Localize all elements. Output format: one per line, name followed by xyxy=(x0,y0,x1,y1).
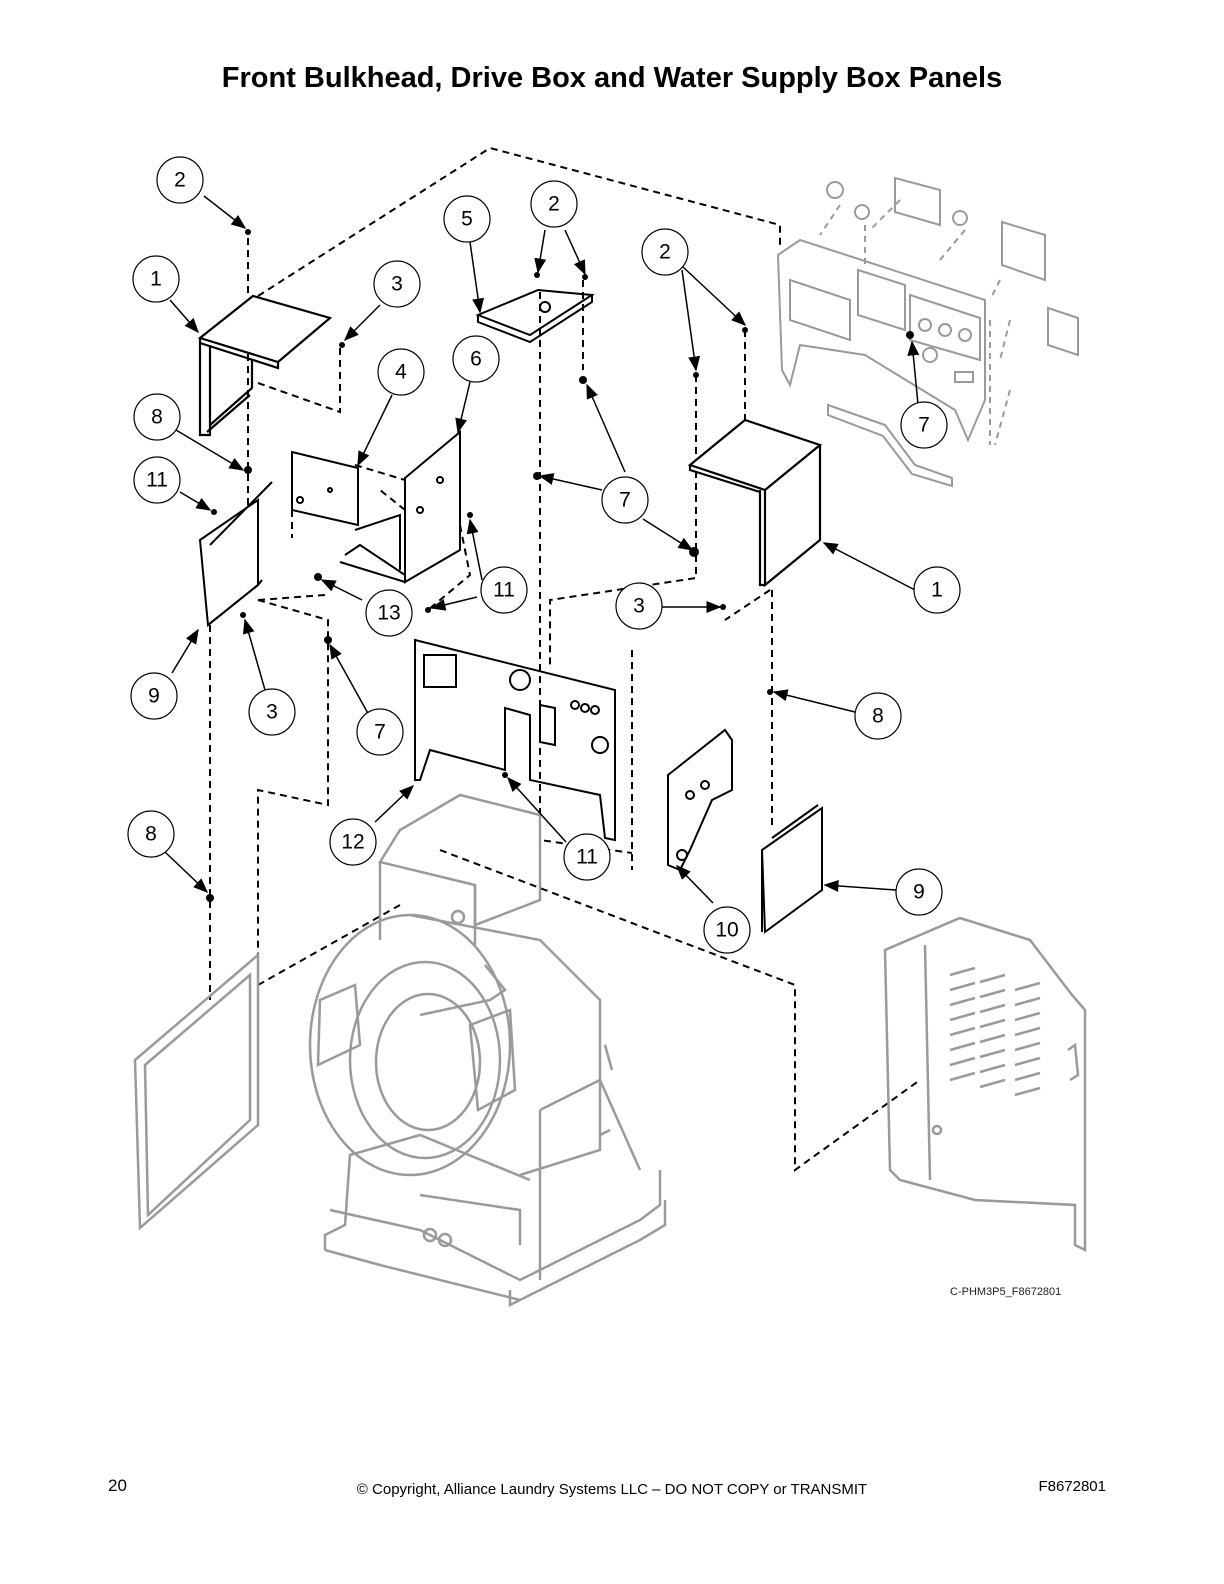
callout-5 xyxy=(443,195,491,243)
callout-label: 8 xyxy=(145,823,157,846)
callout-7-center xyxy=(601,476,649,524)
callout-1-left xyxy=(132,255,180,303)
callout-9-right xyxy=(895,868,943,916)
callout-13 xyxy=(365,589,413,637)
leader-lines xyxy=(164,195,921,904)
dashed-assembly-lines xyxy=(209,146,921,1172)
callout-2-top-left xyxy=(156,156,204,204)
callout-bubbles xyxy=(127,156,961,954)
callout-3-left xyxy=(248,688,296,736)
callout-8-left xyxy=(133,393,181,441)
callout-label: 9 xyxy=(148,685,160,708)
left-flat-panel xyxy=(133,952,260,1231)
callout-8-bottom-left xyxy=(127,810,175,858)
callout-label: 1 xyxy=(150,268,162,291)
page-title: Front Bulkhead, Drive Box and Water Supp… xyxy=(221,62,1003,94)
callout-label: 8 xyxy=(151,406,163,429)
right-side-panel xyxy=(883,916,1087,1253)
part-5-bracket xyxy=(475,288,595,344)
callout-label: 4 xyxy=(395,361,407,384)
callout-label: 11 xyxy=(146,469,168,492)
part-12-front-panel xyxy=(414,638,616,842)
callout-9-left xyxy=(130,672,178,720)
callout-label: 7 xyxy=(918,414,930,437)
callout-4 xyxy=(377,348,425,396)
callout-label: 3 xyxy=(633,595,645,618)
callout-label: 8 xyxy=(872,705,884,728)
callout-2-center xyxy=(530,180,578,228)
part-9-right-cover xyxy=(760,804,823,934)
callout-label: 11 xyxy=(576,846,598,869)
callout-label: 7 xyxy=(619,489,631,512)
callout-2-right xyxy=(641,228,689,276)
callout-label: 7 xyxy=(374,721,386,744)
callout-label: 5 xyxy=(461,208,473,231)
callout-labels: 2 1 3 8 11 9 3 7 8 5 2 4 6 13 11 12 11 7… xyxy=(145,169,943,942)
callout-label: 10 xyxy=(715,919,738,942)
page-number: 20 xyxy=(108,1476,127,1495)
document-number: F8672801 xyxy=(1038,1478,1106,1495)
drawing-code: C-PHM3P5_F8672801 xyxy=(950,1286,1061,1298)
callout-11-left xyxy=(133,456,181,504)
callout-label: 3 xyxy=(266,701,278,724)
part-4-6-drive-box xyxy=(291,429,461,584)
part-1-left-cover xyxy=(197,294,333,437)
part-1-right-box xyxy=(687,418,823,588)
callout-3-top xyxy=(373,260,421,308)
part-10-panel xyxy=(667,728,733,872)
part-9-left-cover xyxy=(198,481,273,627)
callout-3-right xyxy=(615,582,663,630)
callout-label: 3 xyxy=(391,273,403,296)
callout-label: 2 xyxy=(659,241,671,264)
fasteners xyxy=(206,229,914,902)
callout-8-right xyxy=(854,692,902,740)
callout-label: 1 xyxy=(931,579,943,602)
washer-machine xyxy=(308,793,667,1308)
callout-11-center xyxy=(480,566,528,614)
callout-7-left xyxy=(356,708,404,756)
callout-1-right xyxy=(913,566,961,614)
callout-label: 13 xyxy=(377,602,400,625)
callout-6 xyxy=(452,335,500,383)
copyright-notice: © Copyright, Alliance Laundry Systems LL… xyxy=(356,1481,868,1498)
callout-label: 12 xyxy=(341,831,364,854)
callout-label: 2 xyxy=(174,169,186,192)
callout-11-bottom xyxy=(563,833,611,881)
callout-7-right xyxy=(900,401,948,449)
upper-right-bulkhead xyxy=(776,176,1079,488)
callout-12 xyxy=(329,818,377,866)
callout-label: 6 xyxy=(470,348,482,371)
callout-label: 11 xyxy=(493,579,515,602)
callout-10 xyxy=(703,906,751,954)
callout-label: 9 xyxy=(913,881,925,904)
callout-label: 2 xyxy=(548,193,560,216)
